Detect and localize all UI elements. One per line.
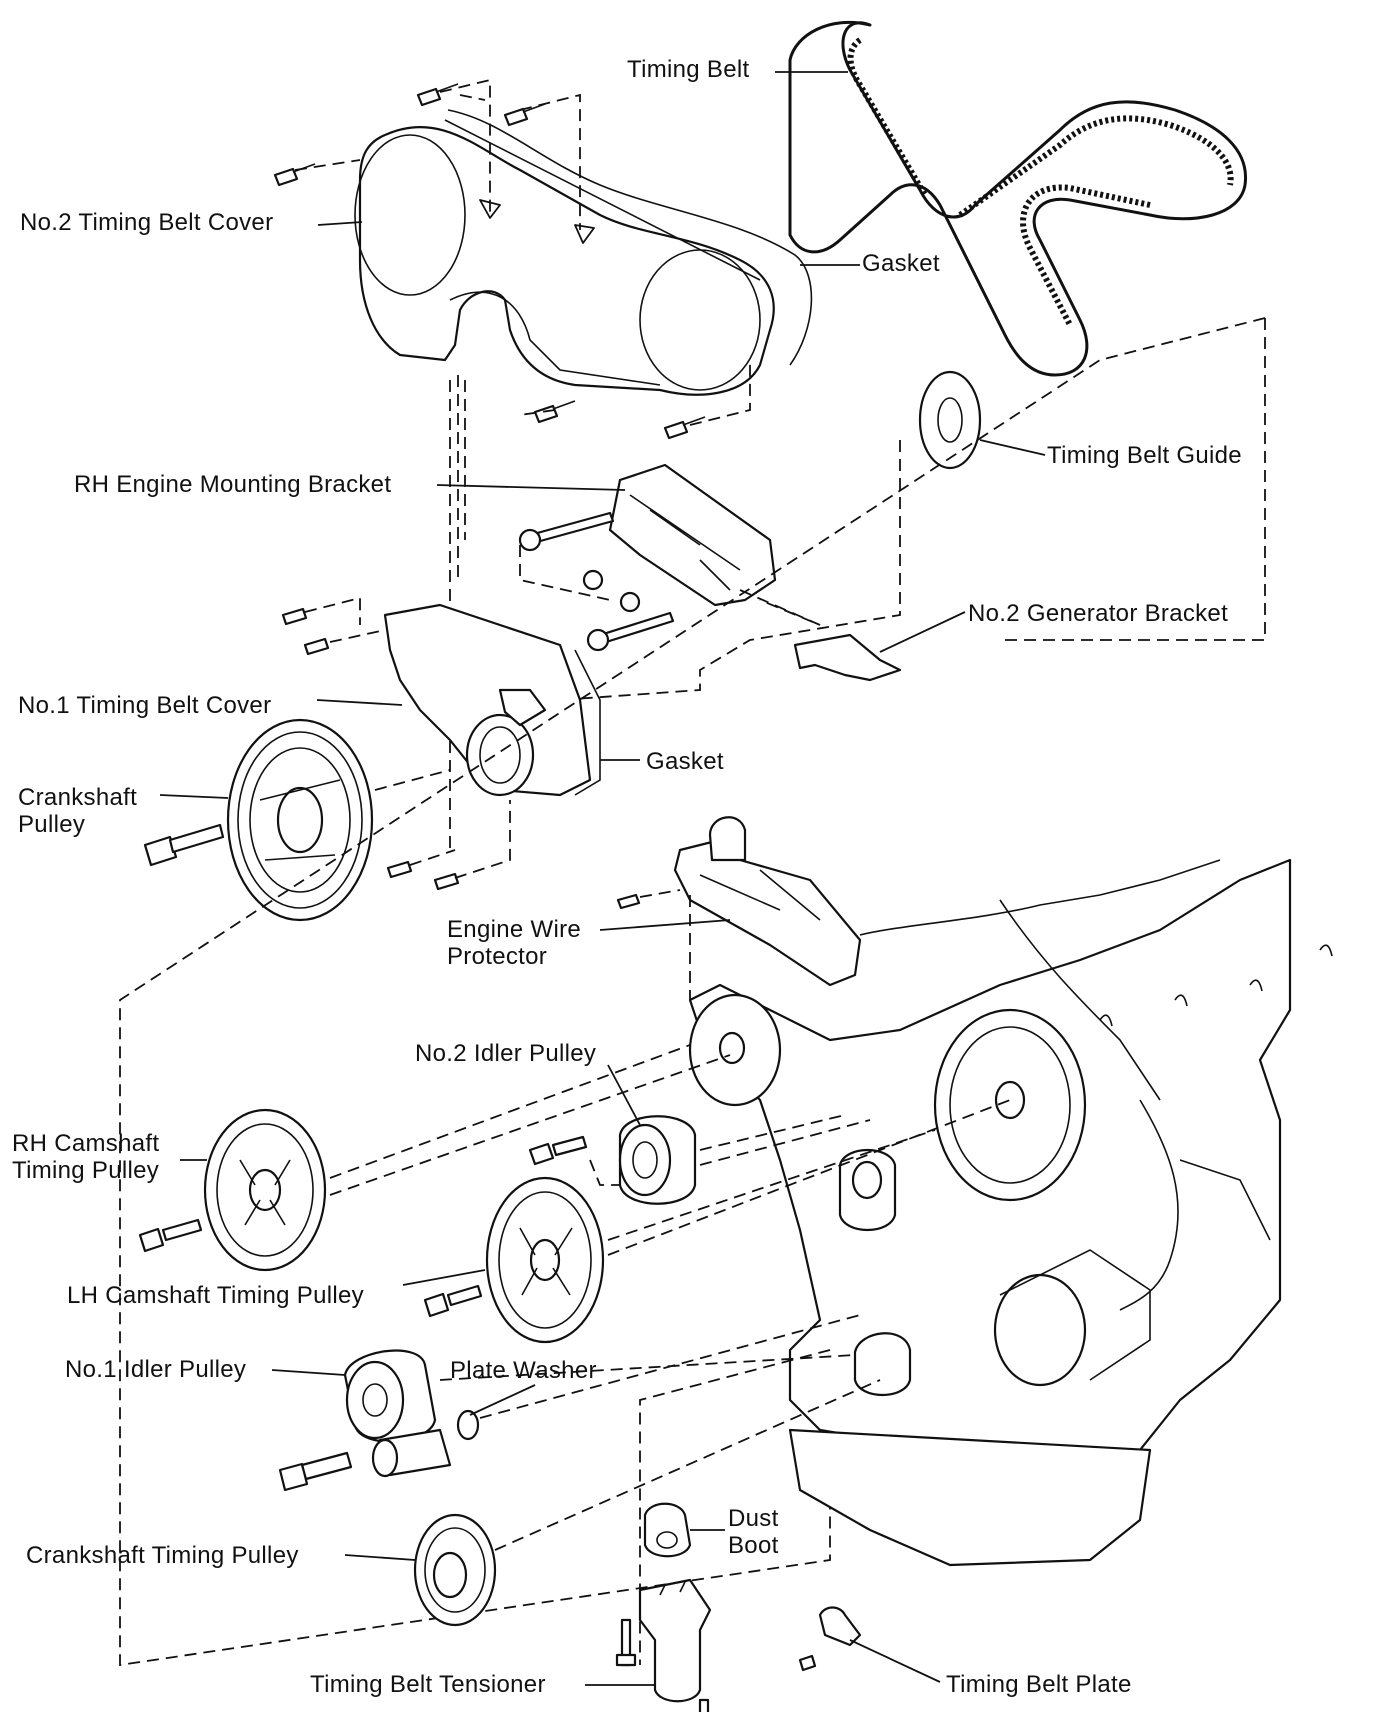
label-timing-belt-tensioner: Timing Belt Tensioner [310,1671,546,1698]
label-plate-washer: Plate Washer [450,1357,597,1384]
label-crankshaft-pulley-line2: Pulley [18,811,86,838]
label-no1-idler-pulley: No.1 Idler Pulley [65,1356,247,1383]
label-crankshaft-pulley-line1: Crankshaft [18,784,138,811]
label-engine-wire-protector-line1: Engine Wire [447,916,582,943]
timing-belt [788,20,1248,377]
label-engine-wire-protector-line2: Protector [447,943,548,970]
no1-idler-pulley [278,1349,480,1492]
engine-wire-protector [616,816,862,987]
rh-camshaft-timing-pulley [138,1108,327,1272]
label-timing-belt: Timing Belt [627,56,750,83]
engine-block [688,858,1333,1567]
label-timing-belt-guide: Timing Belt Guide [1047,442,1242,469]
gasket-upper [447,109,813,366]
label-dust-boot-line1: Dust [728,1505,779,1532]
no1-cover-bolts [281,607,460,891]
cover-bolts [273,83,706,440]
no2-generator-bracket [793,633,902,682]
timing-belt-plate [798,1606,862,1672]
label-timing-belt-plate: Timing Belt Plate [946,1671,1132,1698]
label-rh-camshaft-line1: RH Camshaft [12,1130,160,1157]
label-no2-idler-pulley: No.2 Idler Pulley [415,1040,597,1067]
no2-idler-pulley [528,1115,697,1205]
label-crankshaft-timing-pulley: Crankshaft Timing Pulley [26,1542,299,1569]
rh-engine-mounting-bracket [518,463,777,652]
label-gasket-upper: Gasket [862,250,940,277]
label-no2-generator-bracket: No.2 Generator Bracket [968,600,1229,627]
label-gasket-lower: Gasket [646,748,724,775]
label-lh-camshaft-timing-pulley: LH Camshaft Timing Pulley [67,1282,364,1309]
label-no1-timing-belt-cover: No.1 Timing Belt Cover [18,692,272,719]
no2-timing-belt-cover [354,119,775,396]
label-rh-camshaft-line2: Timing Pulley [12,1157,160,1184]
label-no2-timing-belt-cover: No.2 Timing Belt Cover [20,209,274,236]
no1-timing-belt-cover [383,603,601,797]
dust-boot [643,1502,692,1558]
timing-belt-guide [918,370,982,470]
crankshaft-pulley [143,718,374,922]
label-dust-boot-line2: Boot [728,1532,779,1559]
label-rh-engine-mounting-bracket: RH Engine Mounting Bracket [74,471,392,498]
timing-belt-tensioner [615,1578,712,1712]
crankshaft-timing-pulley [413,1513,497,1627]
leader-lines [159,71,1046,1686]
lh-camshaft-timing-pulley [423,1176,605,1344]
